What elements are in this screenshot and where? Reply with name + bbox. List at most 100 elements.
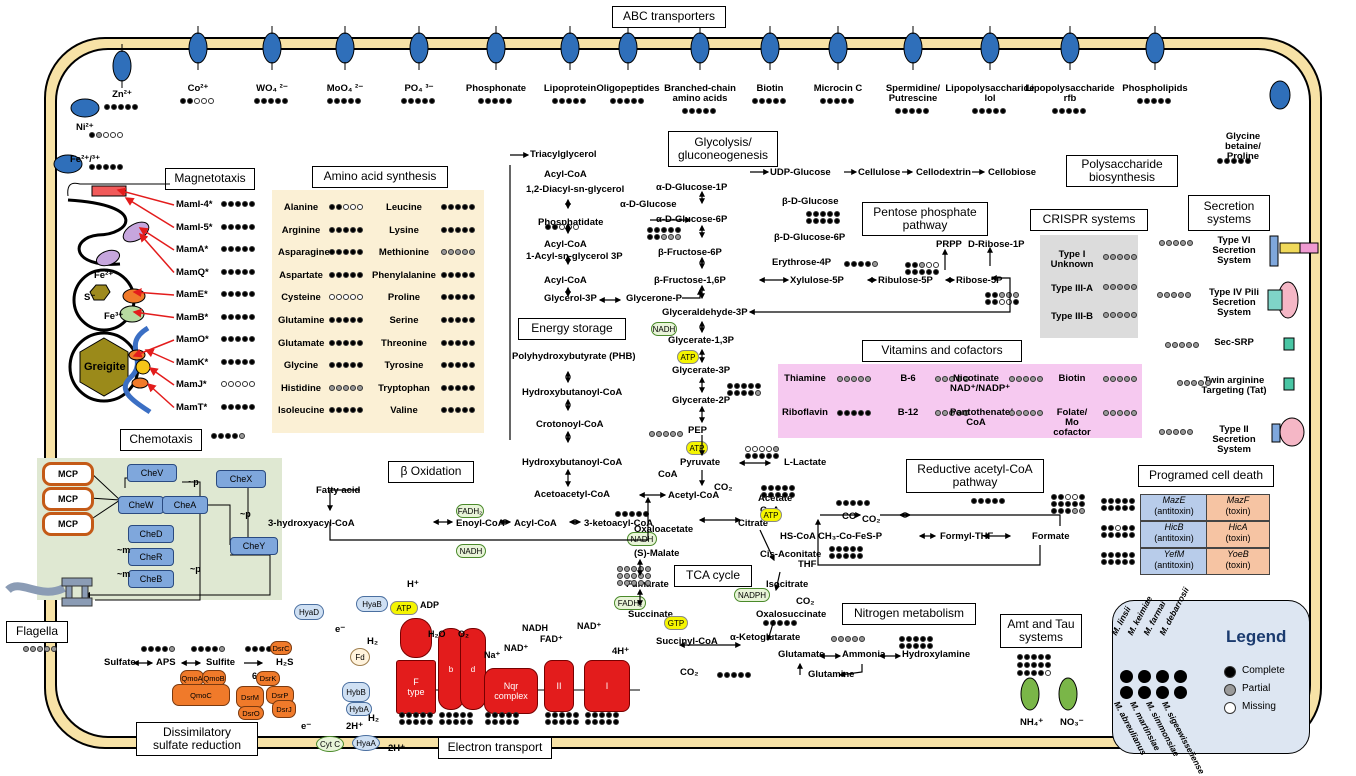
- status-dot: [963, 376, 970, 382]
- status-dot: [636, 511, 643, 517]
- fe3-label: Fe³⁺: [104, 311, 124, 322]
- metabolite-g2: Glycerate-2P: [672, 395, 731, 406]
- status-dot: [1190, 380, 1197, 386]
- metabolite-acyl_g3p: 1-Acyl-sn-glycerol 3P: [526, 251, 623, 262]
- status-dot: [1107, 559, 1114, 565]
- metabolite-hydroxylamine: Hydroxylamine: [902, 649, 971, 660]
- status-dot: [258, 646, 265, 652]
- metabolite-ch3: CH₃-Co-FeS-P: [818, 531, 883, 542]
- status-dot: [1129, 525, 1136, 531]
- pcd-toxin-role: (toxin): [1225, 559, 1251, 570]
- status-dot: [469, 226, 476, 233]
- status-dot: [469, 407, 476, 414]
- status-dot: [660, 234, 667, 240]
- mag-gene-dots: [220, 246, 256, 252]
- transporter-dots: [894, 108, 930, 114]
- status-dot: [773, 453, 780, 459]
- status-dot: [102, 132, 109, 138]
- dsr-dsro: DsrO: [238, 706, 264, 720]
- status-dot: [726, 383, 733, 389]
- status-dot: [551, 719, 558, 725]
- mag-gene-dots: [220, 201, 256, 207]
- status-dot: [744, 446, 751, 452]
- status-dot: [249, 358, 256, 365]
- status-dot: [844, 636, 851, 642]
- beta-ox-title: β Oxidation: [388, 461, 474, 483]
- status-dot: [646, 234, 653, 240]
- status-dot: [558, 719, 565, 725]
- amino-acid-label: Asparagine: [278, 247, 330, 259]
- status-dot: [916, 108, 923, 114]
- transporter-label: Lipopolysaccharide lol: [945, 83, 1035, 104]
- metabolite-glutamine: Glutamine: [808, 669, 855, 680]
- status-dot: [414, 98, 421, 104]
- complex-dots: [398, 712, 434, 718]
- amt-title: Amt and Tau systems: [1000, 614, 1082, 648]
- pathway-dots: [828, 546, 864, 552]
- status-dot: [1057, 501, 1064, 507]
- amino-acid-label: Leucine: [386, 202, 422, 213]
- status-dot: [350, 249, 357, 256]
- status-dot: [789, 492, 796, 498]
- status-dot: [630, 573, 637, 579]
- status-dot: [342, 407, 349, 414]
- status-dot: [398, 719, 405, 725]
- metabolite-g3p: Glyceraldehyde-3P: [662, 307, 748, 318]
- chemotaxis-lines: [84, 471, 271, 601]
- sulfate-dots: [190, 646, 226, 652]
- status-dot: [645, 566, 652, 572]
- status-dot: [244, 646, 251, 652]
- amino-acid-title: Amino acid synthesis: [312, 166, 448, 188]
- status-dot: [934, 376, 941, 382]
- status-dot: [857, 553, 864, 559]
- status-dot: [623, 98, 630, 104]
- transporter-dots: [179, 98, 215, 104]
- status-dot: [513, 712, 520, 718]
- status-dot: [842, 546, 849, 552]
- status-dot: [1045, 662, 1052, 668]
- status-dot: [1023, 670, 1030, 676]
- mag-gene-dots: [220, 268, 256, 275]
- status-dot: [1116, 410, 1123, 416]
- amino-acid-dots: [328, 204, 364, 210]
- status-dot: [841, 98, 848, 104]
- status-dot: [1114, 552, 1121, 558]
- status-dot: [1187, 240, 1194, 246]
- flagella-title: Flagella: [6, 621, 68, 643]
- transporter-label: Oligopeptides: [596, 83, 660, 94]
- pathway-dots: [898, 636, 934, 642]
- status-dot: [186, 98, 193, 104]
- status-dot: [429, 98, 436, 104]
- status-dot: [836, 410, 843, 416]
- status-dot: [1129, 559, 1136, 565]
- amino-acid-dots: [440, 339, 476, 346]
- status-dot: [477, 98, 484, 104]
- metabolite-co2: CO₂: [714, 482, 733, 493]
- status-dot: [125, 104, 132, 110]
- fadplus-label: FAD⁺: [540, 634, 563, 644]
- pathway-arrows: [132, 0, 1061, 678]
- status-dot: [110, 164, 117, 170]
- amino-acid-dots: [328, 407, 364, 414]
- crispr-label: Type III-A: [1050, 283, 1094, 294]
- status-dot: [1131, 376, 1138, 382]
- status-dot: [762, 620, 769, 626]
- status-dot: [1124, 410, 1131, 416]
- status-dot: [447, 294, 454, 301]
- status-dot: [328, 339, 335, 346]
- vitamin-dots: [836, 376, 872, 382]
- status-dot: [1129, 498, 1136, 504]
- transporter-dots: [477, 98, 513, 104]
- status-dot: [169, 646, 176, 652]
- status-dot: [227, 223, 234, 230]
- status-dot: [858, 410, 865, 416]
- legend-sample-dot: [1156, 670, 1169, 683]
- status-dot: [812, 211, 819, 217]
- status-dot: [758, 98, 765, 104]
- status-dot: [447, 362, 454, 369]
- status-dot: [460, 719, 467, 725]
- status-dot: [1023, 654, 1030, 660]
- amino-acid-label: Arginine: [281, 224, 321, 236]
- status-dot: [558, 224, 565, 230]
- mag-gene-label: MamI-5*: [176, 221, 213, 233]
